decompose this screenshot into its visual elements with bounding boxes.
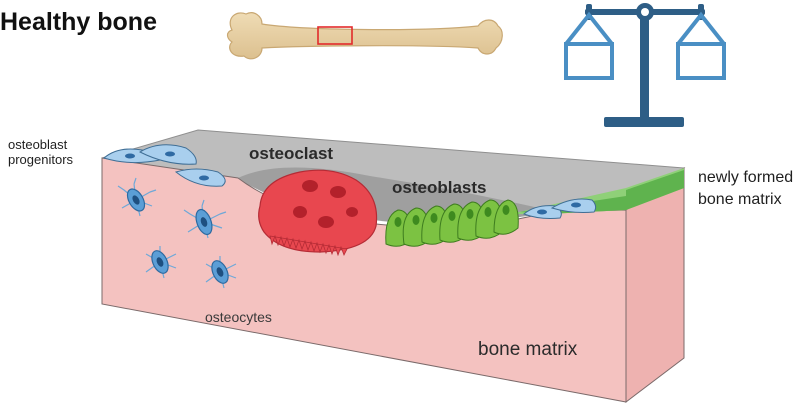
label-osteoblasts: osteoblasts [392, 178, 486, 198]
osteoclast-cell [259, 170, 377, 255]
label-newly-formed-bone-matrix: newly formed bone matrix [698, 167, 806, 211]
diagram-title: Healthy bone [0, 8, 157, 37]
label-bone-matrix: bone matrix [478, 339, 577, 361]
label-osteoclast: osteoclast [249, 144, 333, 164]
balance-scale-icon [566, 3, 724, 127]
label-osteocytes: osteocytes [205, 309, 272, 325]
label-osteoblast-progenitors: osteoblast progenitors [8, 137, 118, 167]
bone-icon [228, 13, 503, 59]
